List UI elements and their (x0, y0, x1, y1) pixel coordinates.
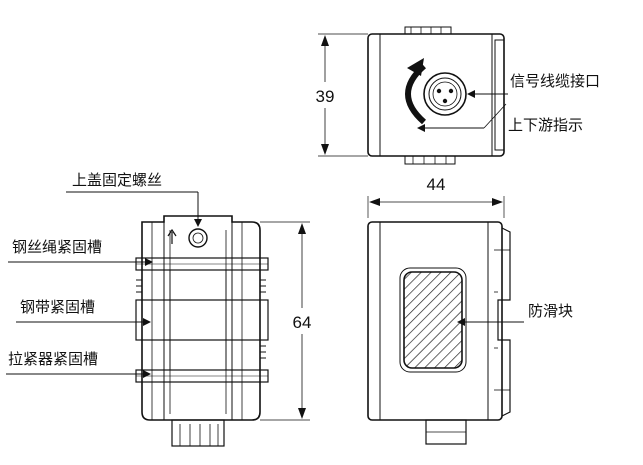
callout-signal-cable-label: 信号线缆接口 (510, 72, 600, 90)
callout-signal-cable: 信号线缆接口 (467, 72, 600, 98)
top-cover-screw-icon (188, 228, 208, 248)
callout-steel-band: 钢带紧固槽 (16, 298, 151, 326)
dimension-44: 44 (367, 175, 505, 218)
callout-up-down: 上下游指示 (417, 103, 583, 134)
dimension-64-label: 64 (293, 313, 312, 332)
anti-slip-block-shape (403, 271, 463, 369)
dimension-39-label: 39 (316, 87, 335, 106)
callout-wire-rope: 钢丝绳紧固槽 (8, 238, 153, 266)
front-view (135, 215, 269, 447)
side-view (367, 221, 511, 445)
callout-anti-slip-label: 防滑块 (528, 302, 573, 320)
callout-wire-rope-label: 钢丝绳紧固槽 (12, 238, 102, 256)
callout-steel-band-label: 钢带紧固槽 (20, 298, 95, 316)
signal-connector-icon (423, 72, 467, 116)
flow-direction-arrow-icon (405, 63, 427, 125)
small-up-arrow-icon (167, 228, 177, 244)
top-view (367, 26, 505, 165)
dimension-44-label: 44 (427, 175, 446, 194)
callout-anti-slip: 防滑块 (457, 302, 573, 326)
side-ribs (136, 279, 266, 359)
callout-up-down-label: 上下游指示 (508, 116, 583, 134)
callout-tensioner-label: 拉紧器紧固槽 (8, 350, 98, 368)
dimension-39: 39 (306, 33, 368, 157)
callout-top-cover-screw-label: 上盖固定螺丝 (72, 171, 162, 189)
dimension-64: 64 (260, 221, 322, 421)
callout-top-cover-screw: 上盖固定螺丝 (66, 171, 202, 227)
callout-tensioner: 拉紧器紧固槽 (6, 350, 151, 378)
